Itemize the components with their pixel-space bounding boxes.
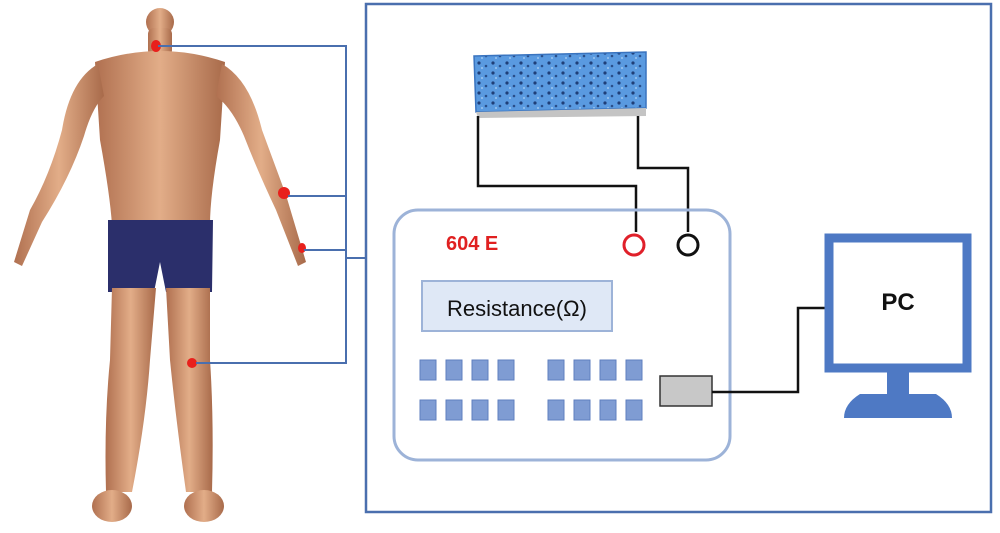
meter-body <box>392 208 732 462</box>
apparatus-frame <box>364 2 993 514</box>
human-body-figure <box>14 8 306 522</box>
resistance-meter: 604 E Resistance(Ω) <box>392 208 732 462</box>
black-input-terminal[interactable] <box>676 233 700 257</box>
pc-screen <box>824 233 972 373</box>
pc-stand-base <box>844 394 952 418</box>
body-leads <box>158 45 366 364</box>
wrist-electrode <box>298 243 306 253</box>
pc-monitor-icon: PC <box>824 233 972 418</box>
key-button[interactable] <box>419 399 437 421</box>
fabric-sensor-patch <box>473 51 647 118</box>
key-button[interactable] <box>547 399 565 421</box>
key-button[interactable] <box>547 359 565 381</box>
sensor-leads <box>476 116 690 232</box>
red-input-terminal[interactable] <box>622 233 646 257</box>
knee-electrode <box>187 358 197 368</box>
key-button[interactable] <box>471 359 489 381</box>
pc-cable <box>712 306 828 394</box>
meter-display-label: Resistance(Ω) <box>447 296 587 321</box>
key-button[interactable] <box>573 399 591 421</box>
key-button[interactable] <box>625 399 643 421</box>
meter-keypad <box>419 359 643 421</box>
pc-stand-neck <box>887 372 909 394</box>
key-button[interactable] <box>625 359 643 381</box>
key-button[interactable] <box>419 359 437 381</box>
forearm-electrode <box>278 187 290 199</box>
meter-output-port[interactable] <box>659 375 713 407</box>
meter-model-label: 604 E <box>446 233 498 255</box>
body-electrodes <box>151 40 306 368</box>
key-button[interactable] <box>497 359 515 381</box>
key-button[interactable] <box>599 399 617 421</box>
key-button[interactable] <box>445 359 463 381</box>
key-button[interactable] <box>445 399 463 421</box>
neck-electrode <box>151 40 161 52</box>
key-button[interactable] <box>573 359 591 381</box>
key-button[interactable] <box>599 359 617 381</box>
pc-label: PC <box>881 289 914 316</box>
meter-display <box>421 280 613 332</box>
key-button[interactable] <box>471 399 489 421</box>
key-button[interactable] <box>497 399 515 421</box>
